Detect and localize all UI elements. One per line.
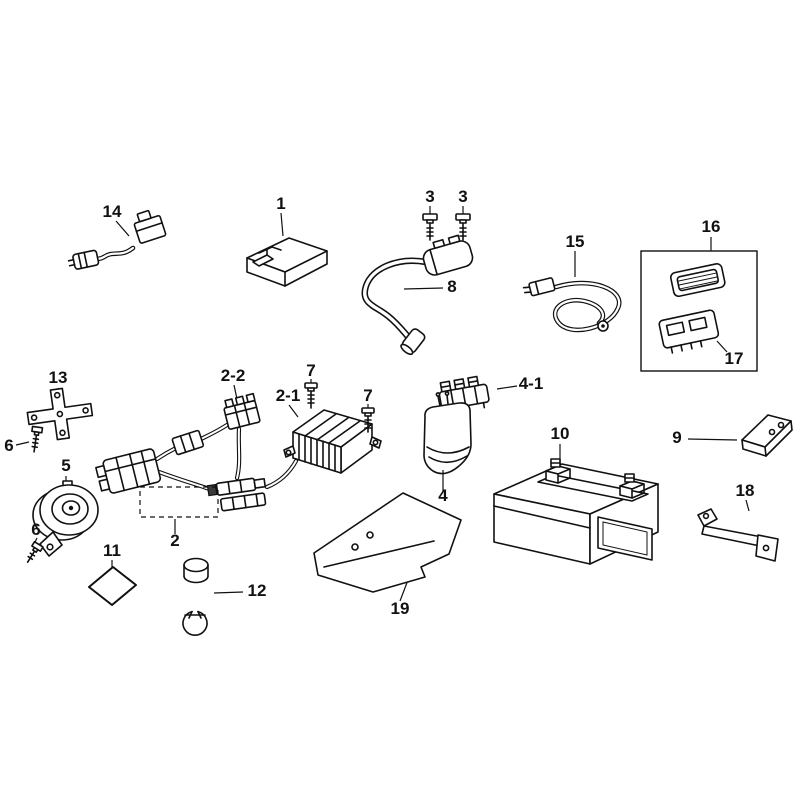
label-part-7-left: 7 <box>306 361 315 380</box>
label-part-18: 18 <box>736 481 755 500</box>
label-part-17: 17 <box>725 349 744 368</box>
part-8-ignition-coil: 8 <box>361 234 474 356</box>
label-part-2-1: 2-1 <box>276 386 301 405</box>
label-part-15: 15 <box>566 232 585 251</box>
part-7-bolt-left: 7 <box>304 361 318 409</box>
part-2-wire-harness: 2-2 2 <box>95 366 299 550</box>
label-part-8: 8 <box>447 277 456 296</box>
part-11-pad: 11 <box>88 541 137 606</box>
label-part-2-2: 2-2 <box>221 366 246 385</box>
part-17-kit-lower-unit <box>658 309 720 354</box>
part-6-screw-upper: 6 <box>4 425 44 455</box>
label-part-9: 9 <box>672 428 681 447</box>
part-7-bolt-right: 7 <box>361 386 375 433</box>
part-16-kit-box: 16 17 <box>640 217 758 372</box>
part-13-cross-bracket: 13 <box>26 368 94 441</box>
part-3-bolt-right: 3 <box>455 187 471 241</box>
part-12-clamp: 12 <box>182 557 267 636</box>
label-part-11: 11 <box>103 541 121 560</box>
part-6-screw-lower: 6 <box>26 520 44 563</box>
part-18-strap-bracket: 18 <box>697 481 779 562</box>
label-part-6-upper: 6 <box>4 436 13 455</box>
part-2-1-regulator: 2-1 <box>276 386 382 474</box>
label-part-4-1: 4-1 <box>519 374 544 393</box>
part-5-horn: 5 <box>32 456 99 557</box>
label-part-10: 10 <box>551 424 570 443</box>
part-4-relay: 4 <box>423 391 472 505</box>
label-part-1: 1 <box>276 194 285 213</box>
part-2-2-connector <box>223 384 261 430</box>
label-part-3-left: 3 <box>425 187 434 206</box>
label-part-13: 13 <box>49 368 68 387</box>
part-19-cover-plate: 19 <box>313 492 462 618</box>
label-part-4: 4 <box>438 486 448 505</box>
label-part-6-lower: 6 <box>31 520 40 539</box>
part-15-lead-wire: 15 <box>522 232 622 333</box>
label-part-3-right: 3 <box>458 187 467 206</box>
label-part-16: 16 <box>702 217 721 236</box>
label-part-12: 12 <box>248 581 267 600</box>
part-3-bolt-left: 3 <box>422 187 438 241</box>
label-part-7-right: 7 <box>363 386 372 405</box>
label-part-14: 14 <box>103 202 122 221</box>
part-9-wedge-bracket: 9 <box>672 414 793 457</box>
part-10-battery: 10 <box>493 424 659 565</box>
part-1-cdi-unit: 1 <box>246 194 328 287</box>
part-14-switch-cable: 14 <box>67 202 167 270</box>
label-part-2: 2 <box>170 531 179 550</box>
label-part-5: 5 <box>61 456 70 475</box>
label-part-19: 19 <box>391 599 410 618</box>
